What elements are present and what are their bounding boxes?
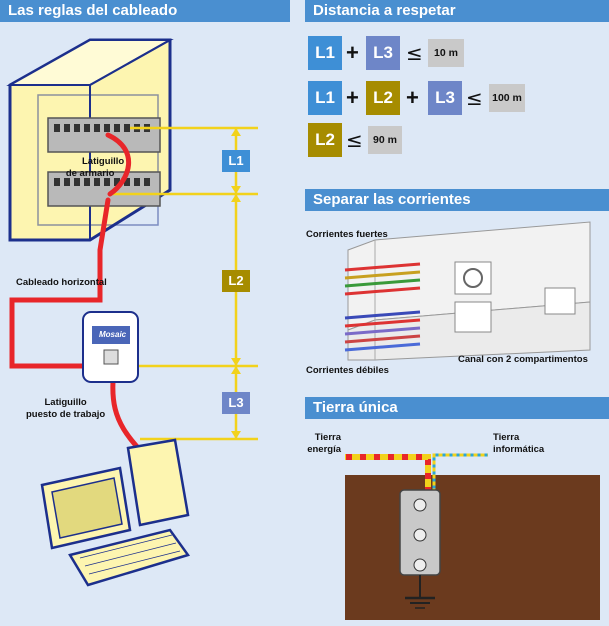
patch-panel-top	[47, 117, 161, 153]
label-strong-currents: Corrientes fuertes	[306, 229, 388, 240]
rule2-term-l3: L3	[428, 81, 462, 115]
label-patch-cabinet-line2: de armario	[65, 168, 115, 179]
rule1-operator: ≤	[406, 41, 423, 65]
label-patch-workstation-line1: Latiguillo	[44, 397, 87, 408]
rule1-term-l3: L3	[366, 36, 400, 70]
rule3-limit: 90 m	[368, 126, 402, 154]
header-rules: Las reglas del cableado	[0, 0, 290, 22]
label-weak-currents: Corrientes débiles	[306, 365, 389, 376]
wall-outlet	[82, 311, 139, 383]
patch-panel-bottom	[47, 171, 161, 207]
label-ground-it-line1: Tierra	[493, 432, 520, 443]
header-distance: Distancia a respetar	[305, 0, 609, 22]
rule2-plus-1: +	[346, 85, 359, 110]
rule2-term-l2: L2	[366, 81, 400, 115]
rule3-operator: ≤	[346, 128, 363, 152]
cable-channel	[344, 221, 591, 361]
rule2-plus-2: +	[406, 85, 419, 110]
computer	[40, 438, 191, 587]
cabinet	[6, 38, 174, 242]
label-patch-workstation: Latiguillo puesto de trabajo	[26, 397, 105, 421]
label-ground-energy-line1: Tierra	[314, 432, 341, 443]
label-patch-workstation-line2: puesto de trabajo	[26, 409, 106, 420]
label-patch-cabinet: Latiguillo de armario	[56, 156, 124, 180]
label-patch-cabinet-line1: Latiguillo	[82, 156, 125, 167]
rule3-term-l2: L2	[308, 123, 342, 157]
outlet-brand: Mosaic	[99, 330, 127, 339]
diagram-tag-l3: L3	[222, 392, 250, 414]
diagram-tag-l1: L1	[222, 150, 250, 172]
ground-diagram	[345, 453, 600, 620]
diagram-tag-l2: L2	[222, 270, 250, 292]
label-horizontal-cabling: Cableado horizontal	[16, 277, 107, 288]
rule2-operator: ≤	[466, 86, 483, 110]
label-ground-energy: Tierra energía	[306, 432, 341, 456]
rule1-limit: 10 m	[428, 39, 464, 67]
label-ground-it: Tierra informática	[493, 432, 544, 456]
rule2-limit: 100 m	[489, 84, 525, 112]
label-channel: Canal con 2 compartimentos	[458, 354, 588, 365]
rule2-term-l1: L1	[308, 81, 342, 115]
label-ground-energy-line2: energía	[307, 444, 341, 455]
header-separate: Separar las corrientes	[305, 189, 609, 211]
rule1-term-l1: L1	[308, 36, 342, 70]
header-ground: Tierra única	[305, 397, 609, 419]
label-ground-it-line2: informática	[493, 444, 545, 455]
rule1-plus: +	[346, 40, 359, 65]
